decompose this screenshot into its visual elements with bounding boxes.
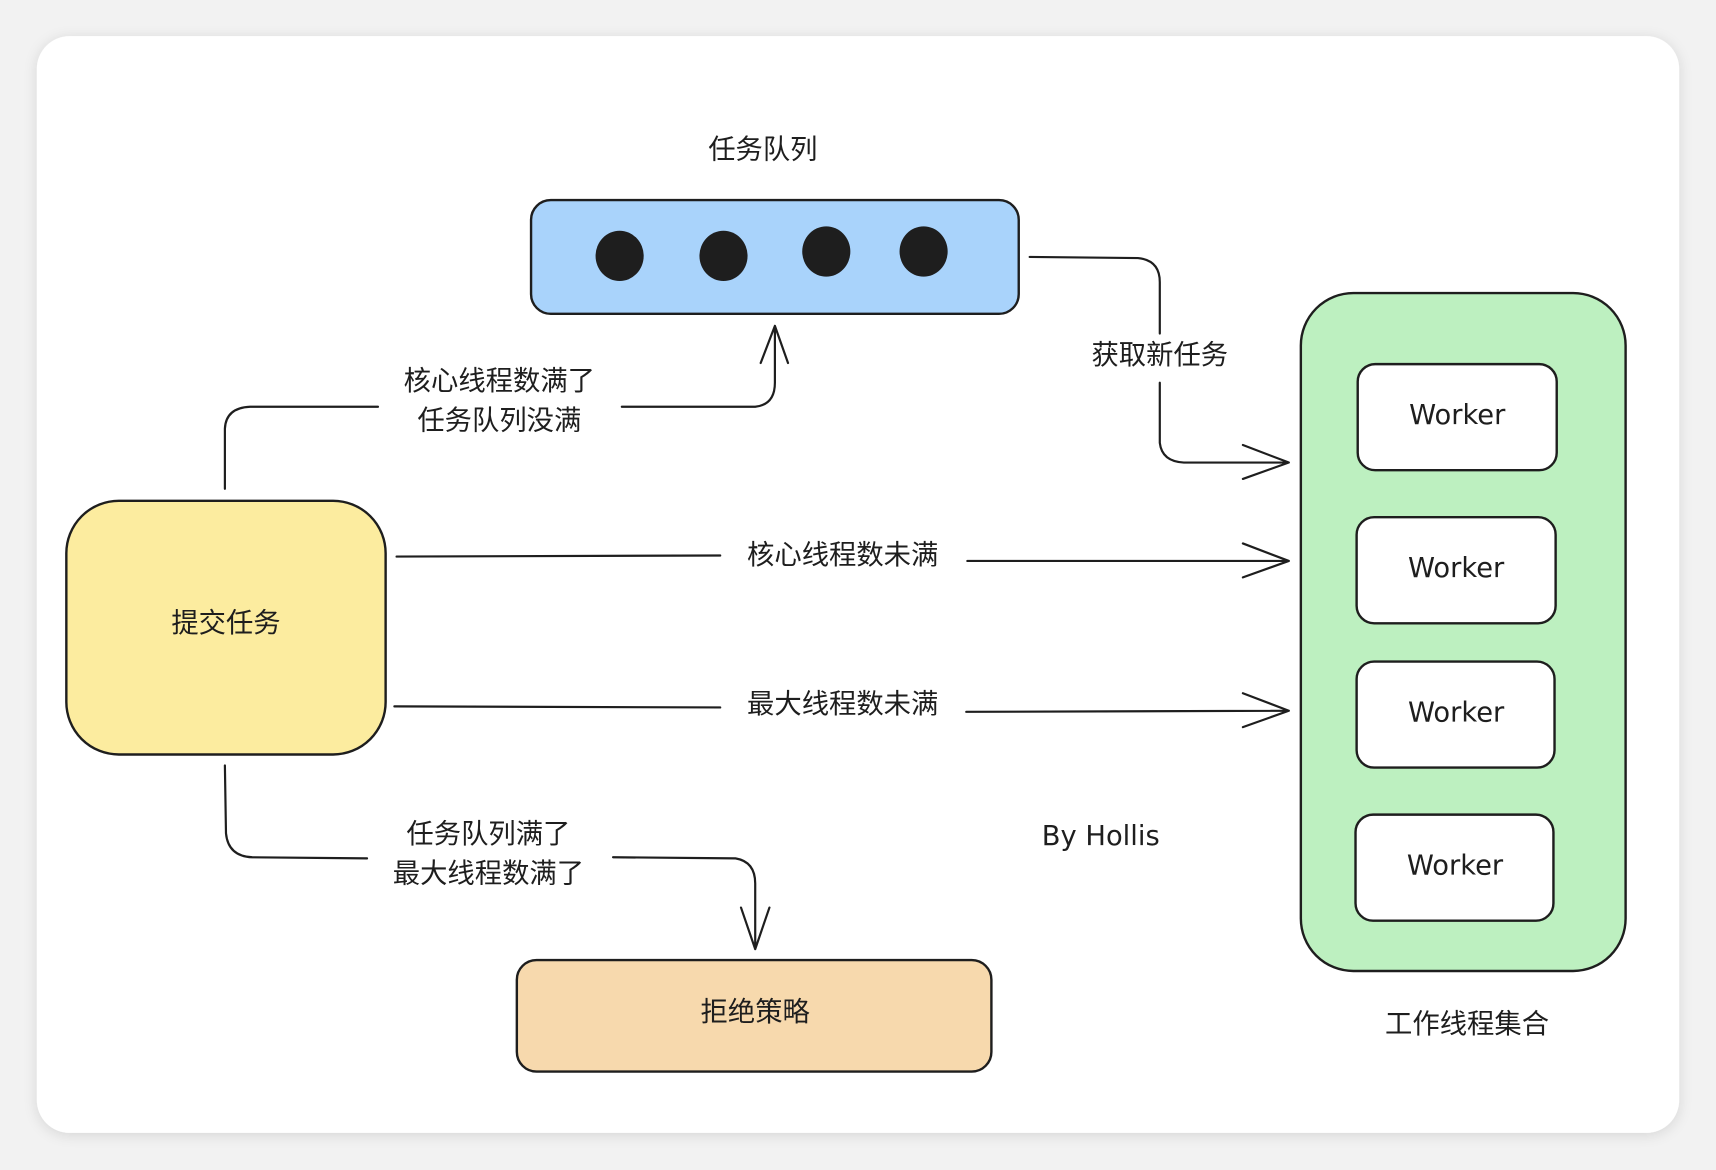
queue-title: 任务队列: [708, 134, 817, 165]
reject-policy-box[interactable]: [515, 958, 993, 1073]
core-not-full-arrow: [395, 542, 1290, 579]
queue-item-dot: [899, 226, 948, 277]
worker-item[interactable]: Worker: [1354, 813, 1555, 922]
svg-text:Worker: Worker: [1408, 553, 1505, 584]
max-not-full-arrow: [393, 692, 1290, 729]
submit-task-box[interactable]: [65, 499, 387, 756]
core-not-full-label: 核心线程数未满: [747, 540, 938, 571]
fetch-task-label: 获取新任务: [1091, 340, 1228, 371]
author-credit: By Hollis: [1042, 821, 1160, 852]
max-not-full-label: 最大线程数未满: [747, 689, 938, 720]
to-reject-label-line1: 任务队列满了: [406, 819, 570, 850]
to-queue-arrow: [223, 324, 790, 490]
to-queue-label-line1: 核心线程数满了: [404, 366, 595, 397]
to-reject-arrow: [223, 764, 771, 951]
worker-item[interactable]: Worker: [1355, 660, 1556, 769]
fetch-task-arrow: [1028, 255, 1290, 481]
to-queue-label-line2: 任务队列没满: [417, 406, 581, 437]
svg-text:Worker: Worker: [1407, 851, 1504, 882]
queue-items: [595, 226, 948, 282]
queue-item-dot: [802, 226, 851, 277]
to-reject-label-line2: 最大线程数满了: [393, 858, 584, 889]
svg-text:Worker: Worker: [1408, 698, 1505, 729]
queue-item-dot: [699, 230, 748, 282]
worker-item[interactable]: Worker: [1356, 362, 1558, 472]
worker-pool-title: 工作线程集合: [1385, 1009, 1549, 1040]
worker-item[interactable]: Worker: [1355, 516, 1557, 625]
queue-item-dot: [595, 230, 644, 282]
svg-text:Worker: Worker: [1409, 400, 1506, 431]
submit-task-label: 提交任务: [171, 608, 280, 639]
reject-policy-label: 拒绝策略: [701, 997, 810, 1028]
task-queue-box[interactable]: [529, 198, 1020, 316]
card-background: [36, 36, 1680, 1133]
